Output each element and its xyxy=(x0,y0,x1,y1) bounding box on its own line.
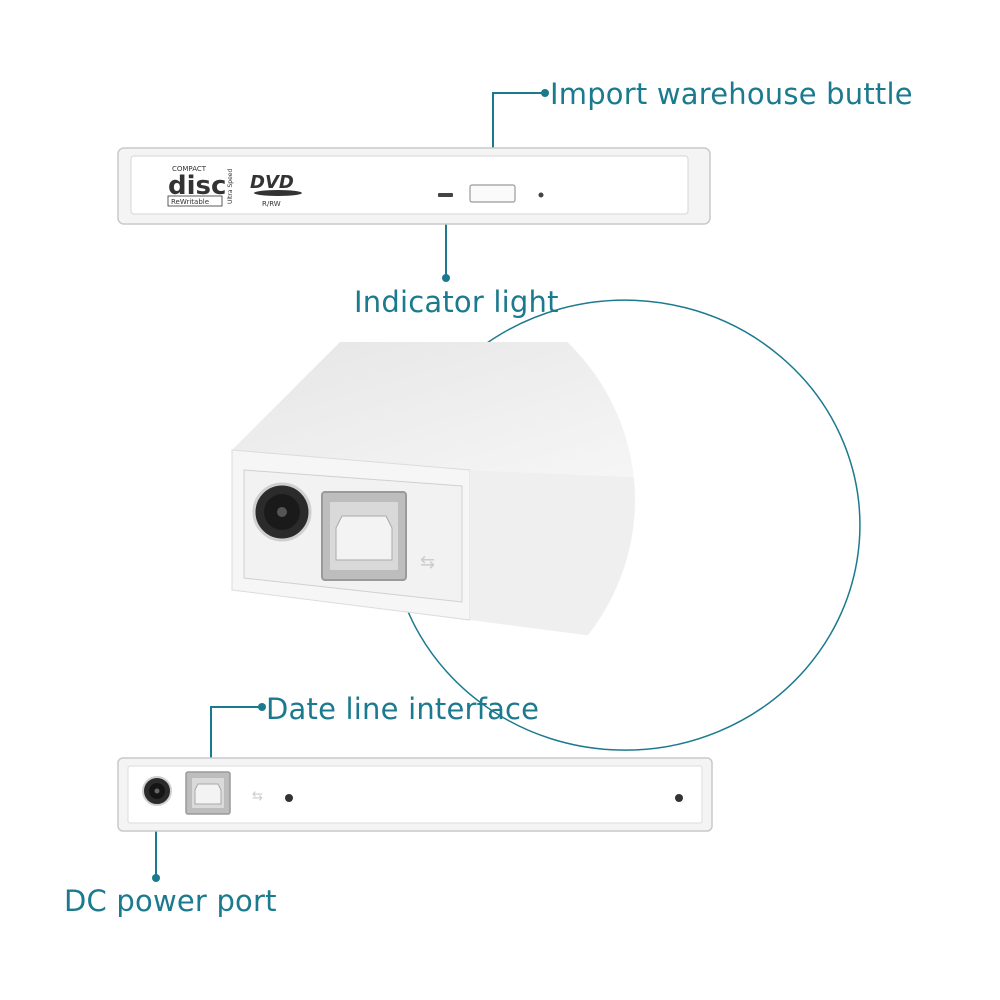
dc-jack-zoom xyxy=(252,482,312,542)
data-line-leader-dot xyxy=(258,703,266,711)
dc-power-label: DC power port xyxy=(64,884,277,918)
import-button-label: Import warehouse buttle xyxy=(550,77,913,111)
disc-bottom-text: ReWritable xyxy=(171,198,209,206)
dc-power-leader-dot xyxy=(152,874,160,882)
indicator-light-label: Indicator light xyxy=(354,285,559,319)
eject-button[interactable] xyxy=(469,184,516,203)
usb-data-port[interactable] xyxy=(185,771,231,815)
indicator-light-leader-dot xyxy=(442,274,450,282)
emergency-eject-hole xyxy=(538,192,544,198)
usb-symbol-zoom: ⇆ xyxy=(420,552,435,573)
data-line-leader xyxy=(210,706,262,775)
indicator-light xyxy=(438,193,453,197)
dvd-main-text: DVD xyxy=(250,172,294,193)
dvd-sub-text: R/RW xyxy=(262,200,281,208)
usb-symbol: ⇆ xyxy=(252,789,263,804)
usb-b-port-zoom xyxy=(321,491,407,581)
zoom-circle xyxy=(389,299,861,751)
data-line-label: Date line interface xyxy=(266,692,540,726)
disc-top-text: COMPACT xyxy=(172,165,207,173)
dvd-logo: DVD R/RW xyxy=(250,172,302,208)
screw-right xyxy=(675,794,683,802)
import-button-leader-dot xyxy=(541,89,549,97)
dc-power-port[interactable] xyxy=(142,776,172,806)
disc-side-text: Ultra Speed xyxy=(227,169,234,204)
compact-disc-logo: COMPACT disc ReWritable Ultra Speed xyxy=(167,165,234,207)
screw-left xyxy=(285,794,293,802)
